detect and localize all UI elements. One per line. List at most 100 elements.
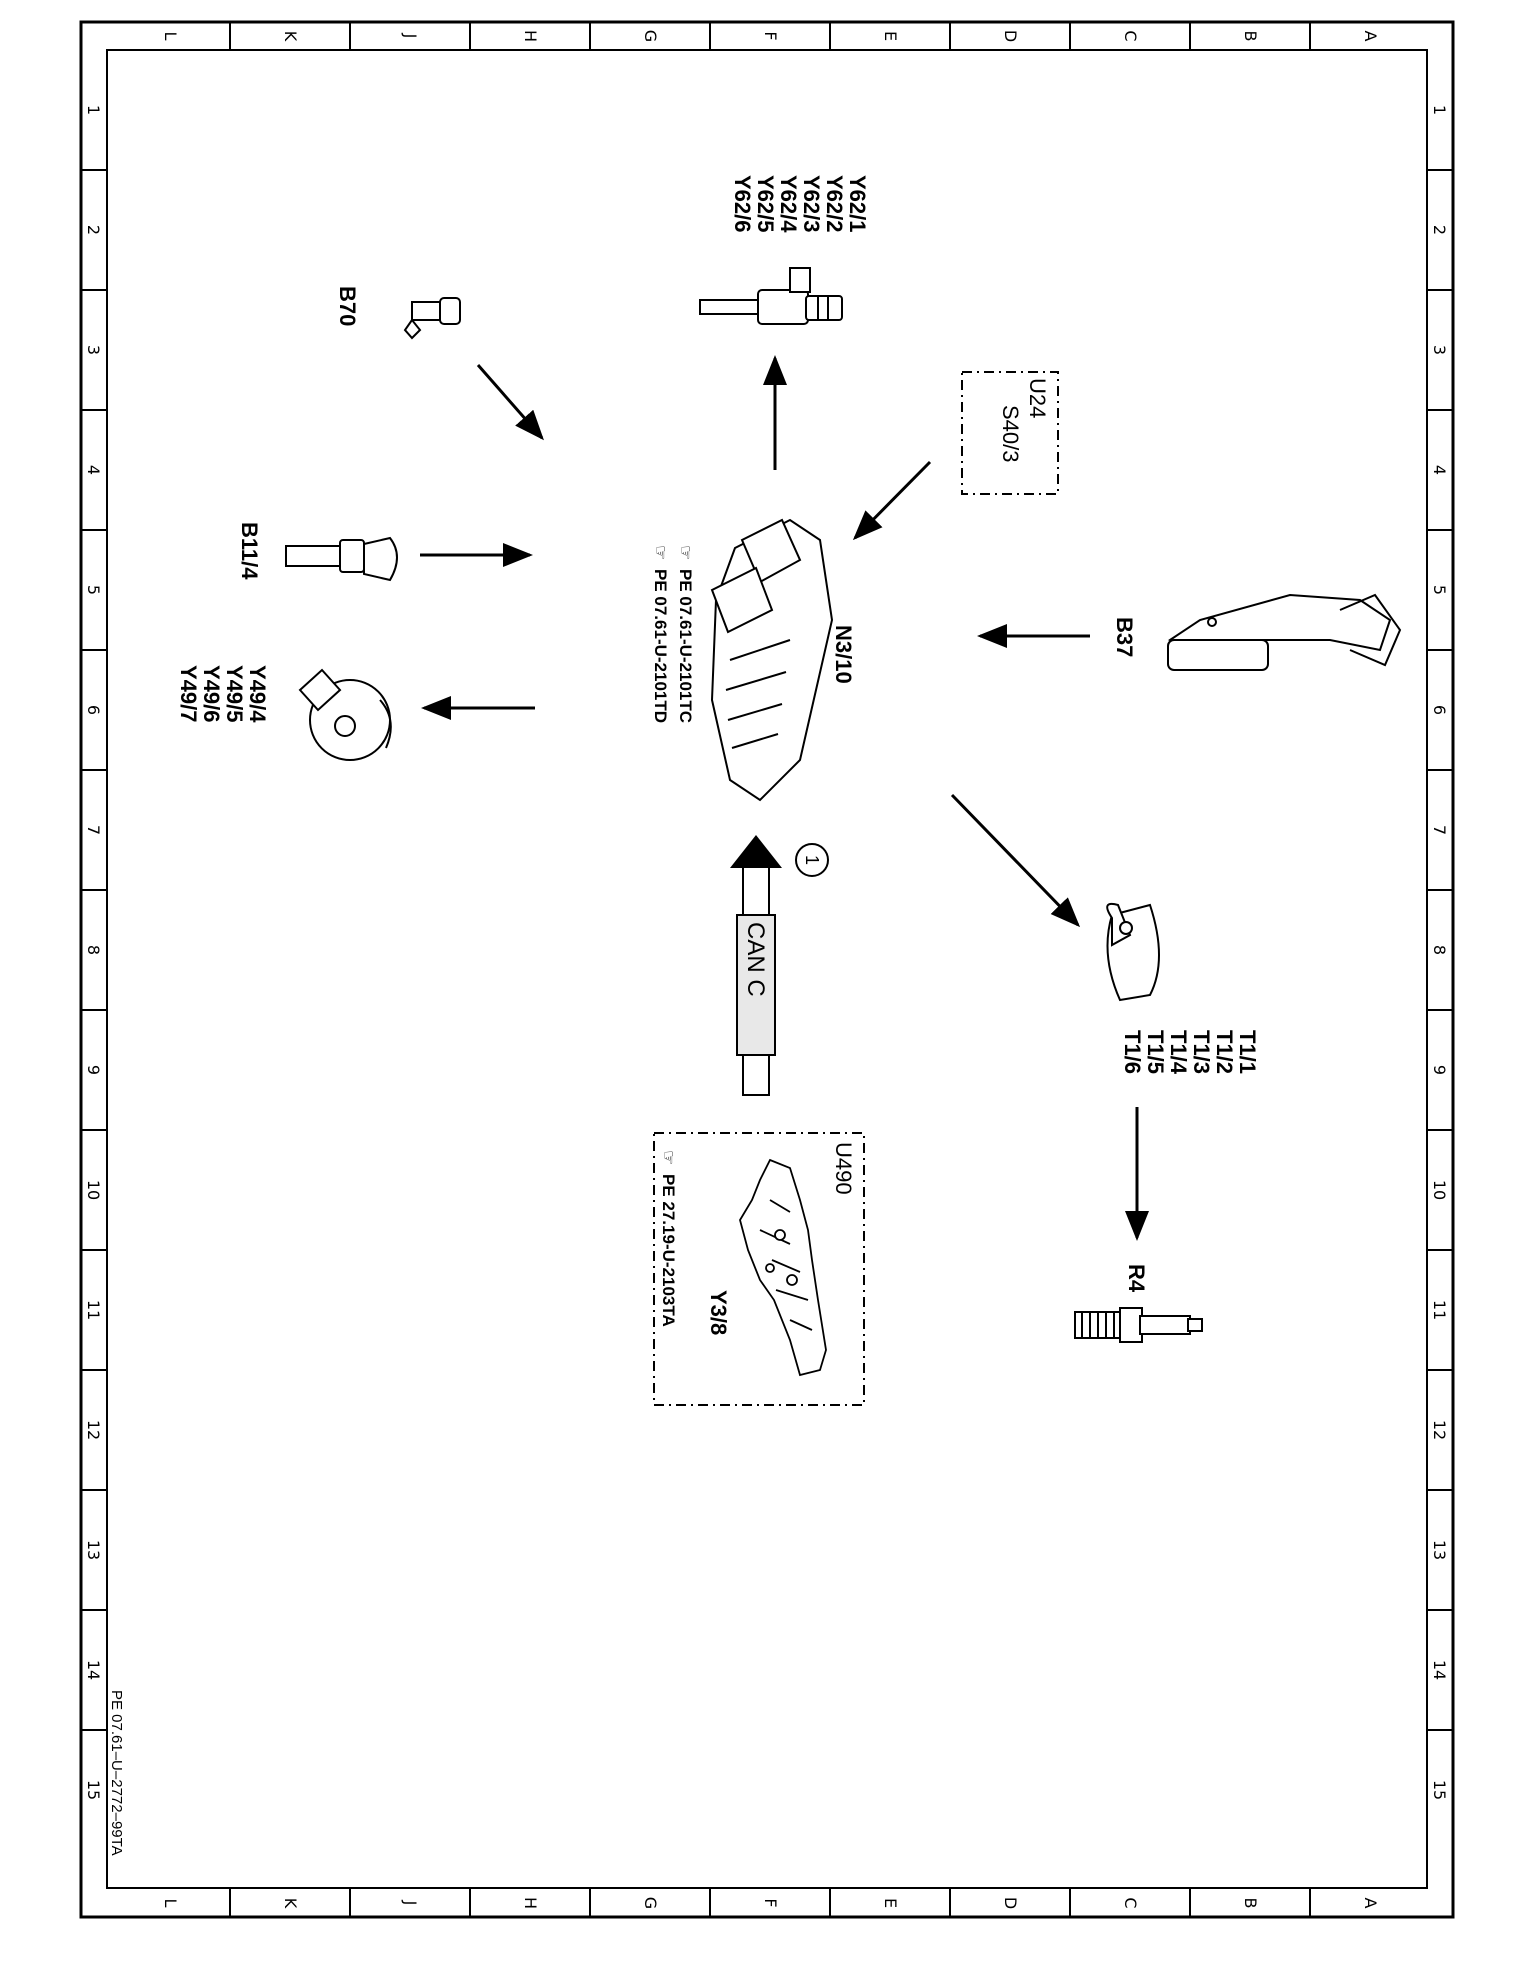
col-letter: J (401, 1900, 420, 1906)
coil-label-2: T1/2 (1212, 1030, 1237, 1074)
y3-8-label: Y3/8 (706, 1290, 731, 1335)
col-letter: C (1121, 1897, 1140, 1908)
can-bus-label-box (736, 914, 776, 1056)
inner-frame (106, 49, 1428, 1889)
injector-label-3: Y62/3 (799, 175, 824, 233)
arrow-b70-to-ecu (476, 364, 544, 441)
r4-terminal (1187, 1318, 1203, 1332)
ecu-n3-10 (710, 518, 834, 802)
u490-ref-text: PE 27.19-U-2103TA (659, 1174, 678, 1327)
outer-frame (79, 20, 1455, 1919)
b11-4-connector (363, 536, 398, 582)
b70-label: B70 (335, 286, 360, 326)
row-number: 15 (1430, 1780, 1449, 1800)
row-number: 7 (1430, 825, 1449, 835)
row-number: 3 (1430, 345, 1449, 355)
ignition-coil-t1 (1106, 902, 1160, 1002)
manual-reference-icon: ☞ (651, 545, 670, 560)
row-numbers-left: 1 2 3 4 5 6 7 8 9 10 11 12 13 14 15 (84, 105, 103, 1800)
col-letter: J (401, 33, 420, 39)
row-number: 3 (84, 345, 103, 355)
ecu-rib (725, 639, 791, 749)
r4-insulator (1139, 1315, 1191, 1335)
b11-4-hex (339, 539, 365, 573)
col-letter: C (1121, 30, 1140, 41)
row-number: 10 (1430, 1180, 1449, 1200)
row-number: 12 (84, 1420, 103, 1440)
col-letter: K (281, 1898, 300, 1909)
row-number: 5 (84, 585, 103, 595)
injector-tip (699, 299, 761, 315)
coil-label-3: T1/3 (1189, 1030, 1214, 1074)
valve-body-outline (739, 1158, 827, 1377)
b37-pad (1167, 639, 1269, 671)
col-letter: L (161, 32, 180, 41)
row-number: 1 (84, 105, 103, 115)
row-number: 2 (1430, 225, 1449, 235)
ecu-connector-2 (710, 566, 774, 634)
sensor-b70 (403, 297, 461, 340)
b37-label: B37 (1112, 617, 1137, 657)
u490-label: U490 (831, 1142, 856, 1195)
col-letter: E (881, 31, 900, 41)
coil-label-4: T1/4 (1166, 1030, 1191, 1075)
row-number: 2 (84, 225, 103, 235)
injector-label-1: Y62/1 (845, 175, 870, 233)
b70-body (411, 301, 443, 321)
ecu-ref-text-2: PE 07.61-U-2101TD (651, 569, 670, 723)
row-number: 9 (1430, 1065, 1449, 1075)
u24-label: U24 (1025, 378, 1050, 418)
can-marker-circle (795, 843, 829, 877)
injector-ribs (817, 296, 829, 320)
col-letter: F (761, 1898, 780, 1907)
can-bus-arrowhead (730, 835, 782, 868)
b70-bracket (403, 318, 422, 340)
injector-label-2: Y62/2 (822, 175, 847, 233)
valve-solenoid-1 (774, 1229, 786, 1241)
row-number: 5 (1430, 585, 1449, 595)
injector-y62 (699, 267, 843, 325)
ecu-ref-text-1: PE 07.61-U-2101TC (676, 569, 695, 723)
row-number: 15 (84, 1780, 103, 1800)
ecu-ref-2: ☞ PE 07.61-U-2101TD (651, 545, 670, 723)
col-letter: A (1361, 31, 1380, 42)
col-letter: L (161, 1899, 180, 1908)
row-number: 13 (1430, 1540, 1449, 1560)
col-letter: A (1361, 1898, 1380, 1909)
spark-plug-r4 (1074, 1307, 1203, 1343)
u24-option-box (961, 371, 1059, 495)
row-number: 4 (84, 465, 103, 475)
y49-flange (379, 699, 392, 749)
coil-label-5: T1/5 (1143, 1030, 1168, 1074)
col-letter: B (1241, 1898, 1260, 1909)
col-letter: E (881, 1898, 900, 1908)
b37-pivot (1207, 617, 1217, 627)
can-bus-label: CAN C (742, 922, 769, 997)
manual-reference-icon: ☞ (659, 1150, 678, 1165)
row-numbers-right: 1 2 3 4 5 6 7 8 9 10 11 12 13 14 15 (1430, 105, 1449, 1800)
valve-solenoid-2 (786, 1274, 798, 1286)
injector-label-6: Y62/6 (730, 175, 755, 233)
row-number: 1 (1430, 105, 1449, 115)
can-marker-number: 1 (802, 855, 822, 865)
y49-label-4: Y49/7 (176, 665, 201, 723)
col-letter: G (641, 1897, 660, 1909)
y49-label-2: Y49/5 (222, 665, 247, 723)
valve-body-y3-8 (739, 1158, 827, 1377)
manual-reference-icon: ☞ (676, 545, 695, 560)
valve-solenoid-3 (765, 1263, 775, 1273)
col-letter: H (521, 1897, 540, 1909)
row-number: 8 (1430, 945, 1449, 955)
col-letter: D (1001, 1897, 1020, 1909)
column-dividers (229, 22, 1311, 1917)
row-number: 13 (84, 1540, 103, 1560)
drawing-number: PE 07.61–U–2772–99TA (108, 1690, 125, 1856)
row-number: 4 (1430, 465, 1449, 475)
b70-head (439, 297, 461, 325)
t1-terminal (1119, 921, 1133, 935)
injector-body (757, 289, 809, 325)
b11-4-stem (285, 545, 343, 567)
u490-ref: ☞ PE 27.19-U-2103TA (659, 1150, 678, 1327)
row-number: 10 (84, 1180, 103, 1200)
